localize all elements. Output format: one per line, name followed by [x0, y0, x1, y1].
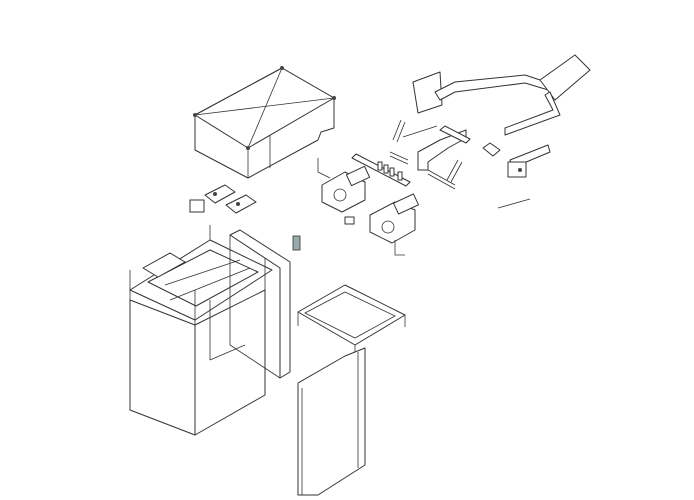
cover: [193, 66, 336, 179]
tie-rods: [402, 125, 531, 209]
control-units: [189, 184, 257, 214]
boom-holder: [412, 54, 591, 178]
door-panel: [297, 347, 366, 496]
base-frame: [297, 284, 406, 355]
bracket: [292, 235, 301, 251]
cabinet-frame: [129, 225, 273, 436]
side-panel: [229, 229, 291, 379]
gearmotor-right: [369, 193, 420, 256]
shaft-and-springs: [351, 151, 411, 187]
coupling: [344, 216, 355, 225]
linkage-arm: [392, 119, 471, 190]
gearmotor-left: [321, 165, 371, 213]
stop-bracket: [317, 158, 331, 179]
flange: [482, 142, 501, 157]
